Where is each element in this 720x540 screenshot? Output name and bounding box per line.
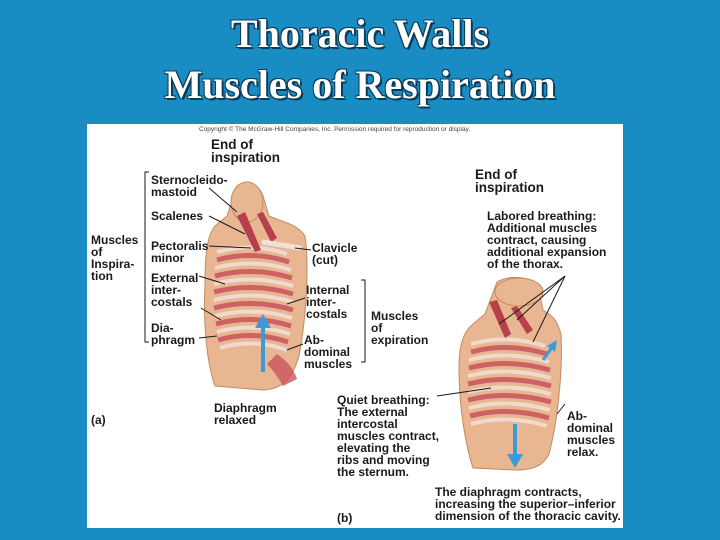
label-labored-breathing: Labored breathing: Additional muscles co…	[487, 209, 607, 271]
label-external-intercostals: External inter- costals	[151, 271, 199, 309]
label-muscles-of-inspiration: Muscles of Inspira- tion	[91, 233, 139, 283]
torso-a-illustration	[203, 181, 308, 391]
panel-a-heading: End of inspiration	[211, 137, 281, 165]
label-diaphragm-contracts: The diaphragm contracts, increasing the …	[435, 485, 621, 523]
panel-b-letter: (b)	[337, 511, 353, 525]
slide-title-line1: Thoracic Walls	[230, 11, 490, 56]
label-clavicle: Clavicle (cut)	[312, 241, 358, 267]
panel-b-heading: End of inspiration	[475, 167, 545, 195]
figure-panel: Copyright © The McGraw-Hill Companies, I…	[87, 124, 623, 528]
label-muscles-of-expiration: Muscles of expiration	[371, 309, 429, 347]
anatomy-illustration	[144, 171, 566, 471]
label-diaphragm-relaxed: Diaphragm relaxed	[214, 401, 277, 427]
label-pectoralis-minor: Pectoralis minor	[151, 239, 209, 265]
label-abdominal-muscles: Ab- dominal muscles	[304, 333, 353, 371]
label-abdominal-relax: Ab- dominal muscles relax.	[567, 409, 616, 459]
label-internal-intercostals: Internal inter- costals	[306, 283, 350, 321]
copyright-notice: Copyright © The McGraw-Hill Companies, I…	[199, 126, 471, 133]
label-quiet-breathing: Quiet breathing: The external intercosta…	[337, 393, 440, 479]
label-sternocleidomastoid: Sternocleido- mastoid	[151, 173, 228, 199]
torso-b-illustration	[436, 275, 566, 471]
leader-lines	[144, 171, 366, 363]
slide-title-line2: Muscles of Respiration	[164, 62, 556, 107]
label-diaphragm: Dia- phragm	[151, 321, 196, 347]
panel-a-letter: (a)	[91, 413, 106, 427]
label-scalenes: Scalenes	[151, 209, 204, 223]
